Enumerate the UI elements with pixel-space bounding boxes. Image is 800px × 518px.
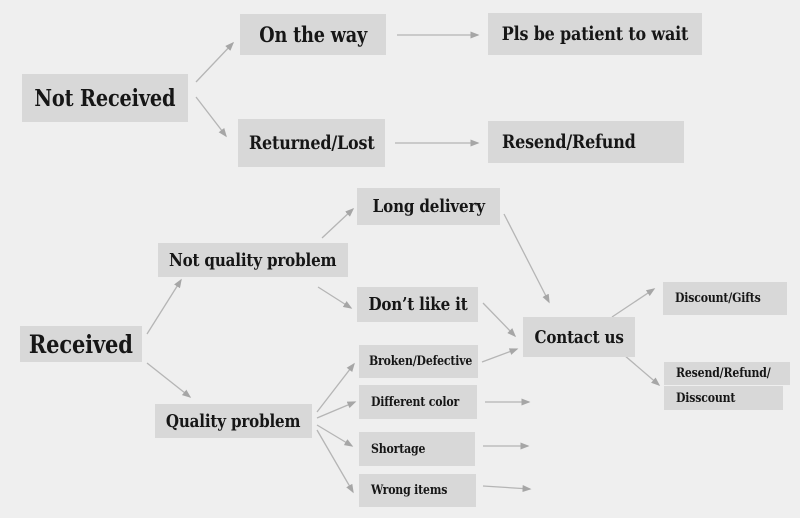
- node-dont-like-it: Don’t like it: [357, 287, 478, 322]
- node-not-quality-problem: Not quality problem: [158, 243, 348, 277]
- node-contact-us-label: Contact us: [534, 326, 624, 348]
- node-resend-refund: Resend/Refund: [488, 121, 684, 163]
- arrow-wrongitems-right: [482, 485, 532, 493]
- node-pls-be-patient: Pls be patient to wait: [488, 13, 702, 55]
- node-pls-be-patient-label: Pls be patient to wait: [501, 23, 689, 45]
- arrow-notquality-longdelivery: [321, 207, 355, 239]
- node-contact-us: Contact us: [523, 317, 635, 357]
- arrow-notquality-dontlike: [317, 286, 353, 309]
- arrow-quality-wrongitems: [316, 429, 354, 494]
- arrow-contactus-resenddisscount: [623, 354, 661, 386]
- node-dont-like-it-label: Don’t like it: [367, 294, 468, 315]
- node-quality-problem-label: Quality problem: [166, 410, 301, 432]
- node-broken-defective: Broken/Defective: [359, 345, 478, 378]
- node-resend-refund-disscount-line1: Resend/Refund/: [664, 362, 790, 385]
- arrow-quality-broken: [316, 362, 355, 413]
- node-received: Received: [20, 326, 142, 362]
- arrow-dontlike-contactus: [482, 302, 517, 338]
- node-not-received: Not Received: [22, 74, 188, 122]
- node-resend-refund-label: Resend/Refund: [502, 131, 636, 153]
- arrow-notreceived-returnedlost: [195, 96, 227, 138]
- node-discount-gifts-label: Discount/Gifts: [675, 291, 761, 306]
- node-not-quality-problem-label: Not quality problem: [169, 249, 337, 271]
- node-resend-refund-disscount: Resend/Refund/ Disscount: [664, 362, 790, 410]
- arrow-received-notquality: [146, 278, 182, 335]
- arrow-quality-shortage: [316, 424, 354, 447]
- node-received-label: Received: [29, 329, 133, 359]
- node-wrong-items-label: Wrong items: [371, 483, 448, 498]
- node-long-delivery-label: Long delivery: [372, 196, 485, 217]
- node-shortage: Shortage: [359, 432, 475, 466]
- node-returned-lost: Returned/Lost: [238, 119, 385, 167]
- arrow-notreceived-ontheway: [195, 41, 235, 83]
- arrow-received-quality: [146, 362, 192, 398]
- arrow-broken-contactus: [481, 348, 519, 363]
- node-returned-lost-label: Returned/Lost: [248, 132, 375, 154]
- node-on-the-way: On the way: [240, 14, 386, 55]
- node-different-color: Different color: [359, 385, 477, 419]
- node-on-the-way-label: On the way: [259, 22, 367, 47]
- node-quality-problem: Quality problem: [155, 404, 312, 438]
- node-shortage-label: Shortage: [371, 441, 426, 457]
- node-long-delivery: Long delivery: [357, 188, 500, 225]
- node-discount-gifts: Discount/Gifts: [663, 282, 787, 315]
- arrow-contactus-discountgifts: [611, 288, 656, 318]
- arrow-longdelivery-contactus: [503, 213, 550, 304]
- arrow-quality-differentcolor: [316, 401, 357, 419]
- node-not-received-label: Not Received: [34, 84, 176, 112]
- node-resend-refund-disscount-line2: Disscount: [664, 386, 783, 410]
- node-different-color-label: Different color: [371, 394, 460, 410]
- node-broken-defective-label: Broken/Defective: [369, 354, 473, 369]
- node-wrong-items: Wrong items: [359, 474, 476, 507]
